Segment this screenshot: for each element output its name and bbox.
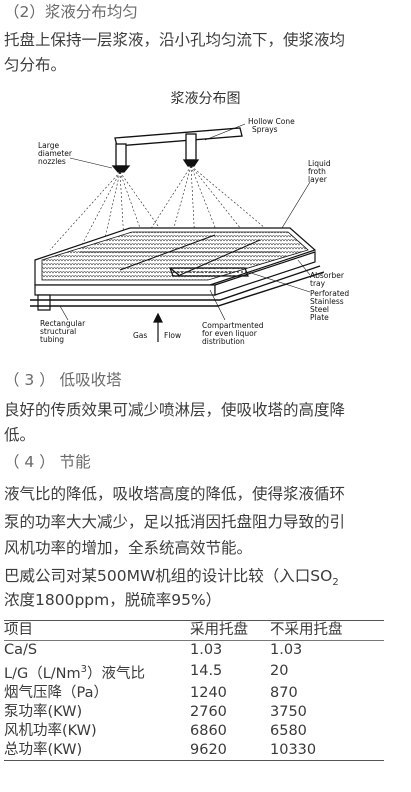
label-compartmented: Compartmented xyxy=(202,321,264,330)
section2-para-line1: 托盘上保持一层浆液，沿小孔均匀流下，使浆液均 xyxy=(4,31,346,49)
label-layer: layer xyxy=(308,175,328,184)
section4-para-line3: 风机功率的增加，全系统高效节能。 xyxy=(4,539,253,557)
label-gas: Gas xyxy=(133,331,147,340)
row-with-tray: 1240 xyxy=(190,684,227,701)
comparison-table: 项目 采用托盘 不采用托盘 Ca/S 1.03 1.03 L/G（L/Nm3）液… xyxy=(4,620,384,761)
table-row: 烟气压降（Pa） 1240 870 xyxy=(4,684,384,703)
row-without-tray: 870 xyxy=(270,684,298,701)
label-tray: tray xyxy=(310,279,326,288)
label-rectangular: Rectangular xyxy=(40,319,86,328)
label-stainless: Stainless xyxy=(310,297,344,306)
section2-para-line2: 匀分布。 xyxy=(4,56,67,74)
label-even-liquor: for even liquor xyxy=(202,329,258,338)
header-with-tray: 采用托盘 xyxy=(190,620,270,641)
comparison-intro-line1: 巴威公司对某500MW机组的设计比较（入口SO2 xyxy=(4,567,339,589)
row-item: Ca/S xyxy=(4,642,38,658)
row-with-tray: 2760 xyxy=(190,703,227,720)
section4-heading: （ 4 ） 节能 xyxy=(4,453,91,471)
table-row: Ca/S 1.03 1.03 xyxy=(4,641,384,661)
section2-heading: （2）浆液分布均匀 xyxy=(4,3,138,21)
row-without-tray: 1.03 xyxy=(270,642,303,658)
label-liquid: Liquid xyxy=(308,159,331,168)
table-row: 总功率(KW) 9620 10330 xyxy=(4,740,384,761)
section3-para-line2: 低。 xyxy=(4,426,36,444)
section4-para-line1: 液气比的降低，吸收塔高度的降低，使得浆液循环 xyxy=(4,485,346,503)
figure-caption: 浆液分布图 xyxy=(170,91,241,107)
label-distribution: distribution xyxy=(202,337,245,346)
section4-para-line2: 泵的功率大大减少，足以抵消因托盘阻力导致的引 xyxy=(4,513,346,531)
table-row: 风机功率(KW) 6860 6580 xyxy=(4,722,384,741)
gas-flow-arrow xyxy=(153,312,163,342)
label-large: Large xyxy=(38,141,59,150)
comparison-intro-line2: 浓度1800ppm，脱硫率95%） xyxy=(4,591,222,609)
label-plate: Plate xyxy=(310,313,329,322)
slurry-distribution-diagram: Large diameter nozzles Hollow Cone Spray… xyxy=(30,117,349,346)
row-item: 泵功率(KW) xyxy=(4,703,83,720)
label-steel: Steel xyxy=(310,305,329,314)
row-item: 烟气压降（Pa） xyxy=(4,684,108,701)
label-diameter: diameter xyxy=(38,149,73,158)
label-structural: structural xyxy=(40,327,76,336)
row-with-tray: 6860 xyxy=(190,722,227,739)
absorber-tray xyxy=(30,227,325,311)
row-without-tray: 3750 xyxy=(270,703,307,720)
header-pipe xyxy=(111,127,243,173)
row-without-tray: 10330 xyxy=(270,740,384,761)
row-item: 风机功率(KW) xyxy=(4,722,97,739)
header-without-tray: 不采用托盘 xyxy=(270,620,384,641)
row-with-tray: 14.5 xyxy=(190,663,223,680)
table-row: L/G（L/Nm3）液气比 14.5 20 xyxy=(4,660,384,684)
section3-heading: （ 3 ） 低吸收塔 xyxy=(4,371,122,389)
row-without-tray: 20 xyxy=(270,663,289,680)
label-absorber: Absorber xyxy=(310,271,345,280)
label-tubing: tubing xyxy=(40,335,64,344)
header-item: 项目 xyxy=(4,620,190,641)
section3-para-line1: 良好的传质效果可减少喷淋层，使吸收塔的高度降 xyxy=(4,401,346,419)
table-header-row: 项目 采用托盘 不采用托盘 xyxy=(4,620,384,641)
label-nozzles: nozzles xyxy=(38,157,66,166)
row-without-tray: 6580 xyxy=(270,722,307,739)
label-sprays: Sprays xyxy=(252,125,278,134)
row-item: L/G（L/Nm3）液气比 xyxy=(4,664,146,682)
label-froth: froth xyxy=(308,167,326,176)
label-flow: Flow xyxy=(164,331,181,340)
table-row: 泵功率(KW) 2760 3750 xyxy=(4,703,384,722)
label-hollow-cone: Hollow Cone xyxy=(248,117,295,126)
row-with-tray: 9620 xyxy=(190,740,270,761)
row-with-tray: 1.03 xyxy=(190,642,223,658)
label-perforated: Perforated xyxy=(310,289,349,298)
row-item: 总功率(KW) xyxy=(4,740,190,761)
